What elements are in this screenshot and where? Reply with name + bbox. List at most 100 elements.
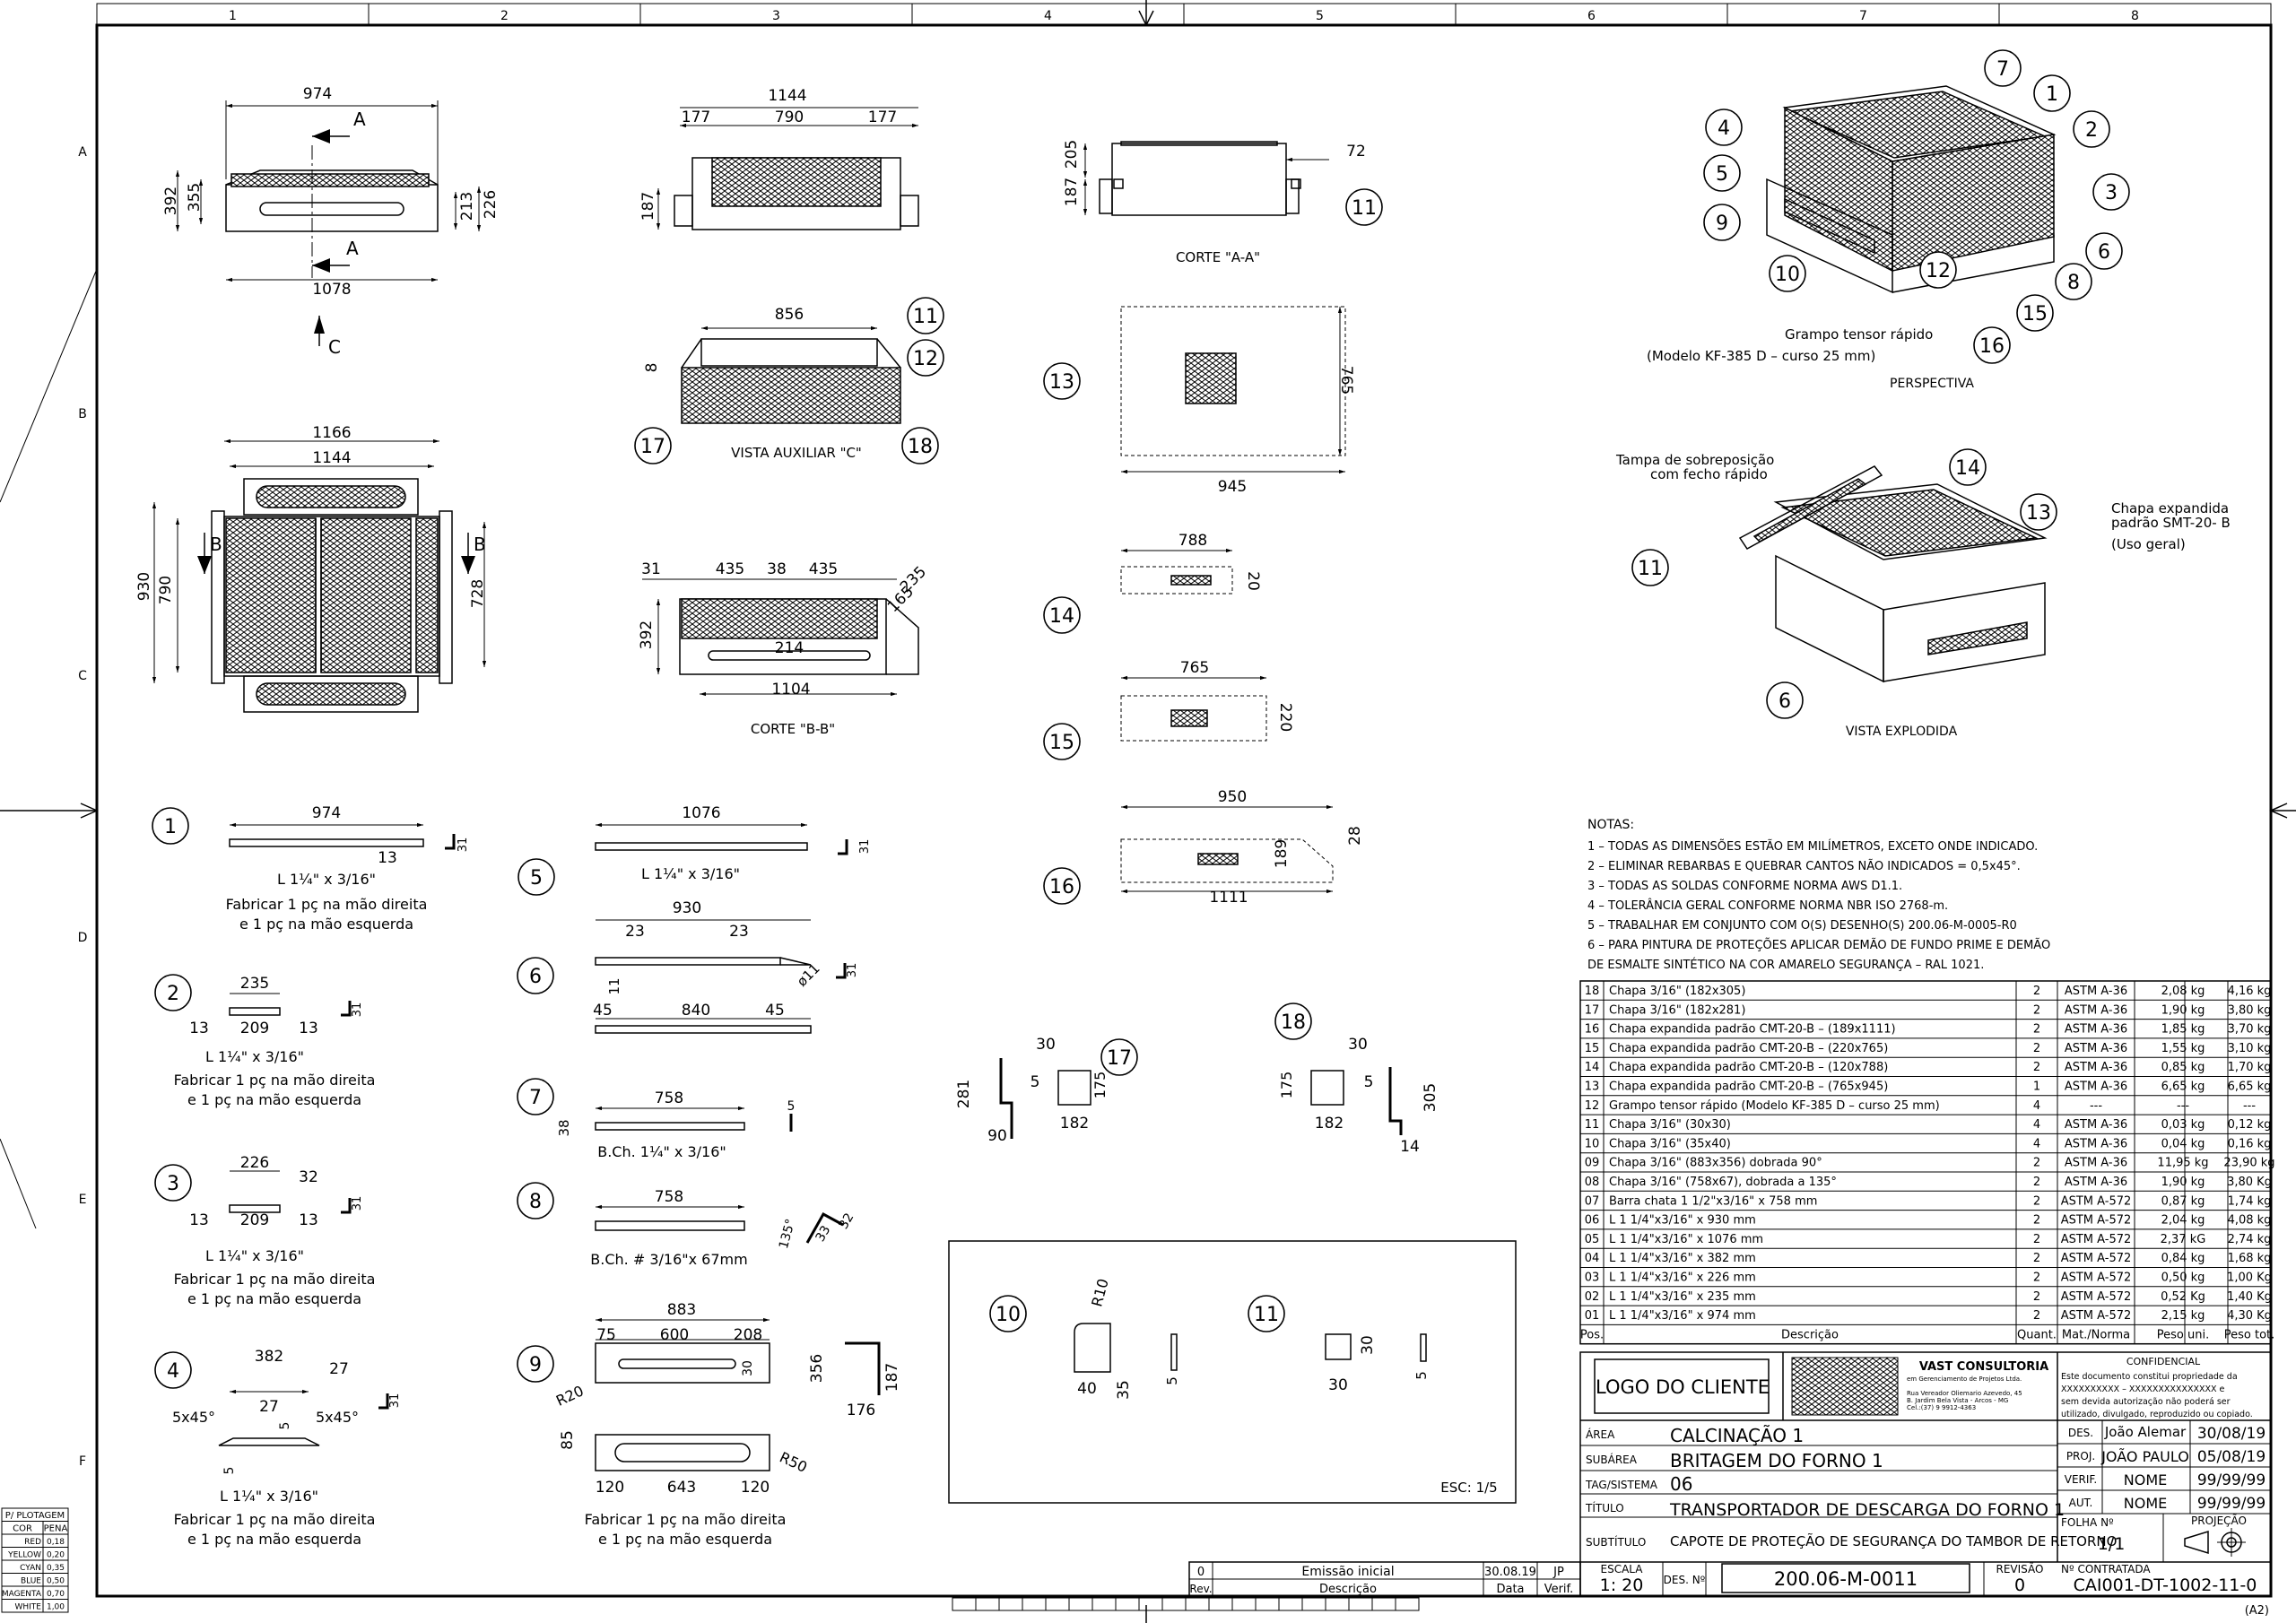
- p1-fab2: e 1 pç na mão esquerda: [239, 916, 413, 933]
- subtitulo-label: SUBTÍTULO: [1586, 1535, 1646, 1549]
- svg-text:2,08 kg: 2,08 kg: [2161, 985, 2205, 998]
- svg-text:17: 17: [1585, 1003, 1600, 1017]
- balloon-17: 17: [1100, 1038, 1138, 1076]
- svg-text:1,40 Kg: 1,40 Kg: [2227, 1290, 2272, 1304]
- proj-label: PROJ.: [2066, 1450, 2095, 1462]
- svg-text:Chapa expandida padrão CMT-20-: Chapa expandida padrão CMT-20-B – (220x7…: [1609, 1042, 1888, 1055]
- svg-text:Chapa expandida padrão CMT-20-: Chapa expandida padrão CMT-20-B – (120x7…: [1609, 1061, 1888, 1074]
- svg-text:YELLOW: YELLOW: [7, 1551, 41, 1560]
- svg-text:L 1 1/4"x3/16" x 930 mm: L 1 1/4"x3/16" x 930 mm: [1609, 1214, 1756, 1228]
- detail-scale: ESC: 1/5: [1440, 1480, 1497, 1496]
- svg-text:0,35: 0,35: [47, 1564, 65, 1573]
- svg-text:13: 13: [1585, 1081, 1600, 1094]
- grid-col-4: 4: [1044, 9, 1052, 23]
- balloon-9: 9: [1703, 204, 1741, 241]
- svg-text:BLUE: BLUE: [21, 1577, 41, 1586]
- svg-text:6: 6: [2098, 241, 2110, 264]
- p9-120a: 120: [596, 1479, 624, 1497]
- proj-date: 05/08/19: [2197, 1448, 2266, 1466]
- svg-text:3: 3: [2105, 182, 2118, 204]
- part-6-drawing: 930 23 23 ø11 11 45 840 45 31: [593, 899, 859, 1034]
- svg-text:RED: RED: [24, 1538, 41, 1547]
- svg-text:1,68 kg: 1,68 kg: [2228, 1252, 2272, 1265]
- svg-text:Chapa 3/16" (883x356) dobrada: Chapa 3/16" (883x356) dobrada 90°: [1609, 1157, 1822, 1170]
- titulo-value: TRANSPORTADOR DE DESCARGA DO FORNO 1: [1669, 1500, 2065, 1520]
- dim-1144-front: 1144: [768, 87, 806, 105]
- svg-text:10: 10: [1775, 264, 1800, 286]
- drawing-number: 200.06-M-0011: [1774, 1568, 1918, 1590]
- dim-8: 8: [643, 363, 661, 373]
- svg-text:ASTM A-36: ASTM A-36: [2065, 1157, 2127, 1170]
- svg-text:2,37 kG: 2,37 kG: [2161, 1233, 2206, 1246]
- grid-col-8: 8: [2131, 9, 2139, 23]
- svg-text:10: 10: [996, 1304, 1021, 1326]
- svg-text:0,70: 0,70: [47, 1590, 65, 1599]
- subarea-value: BRITAGEM DO FORNO 1: [1670, 1450, 1883, 1471]
- p6-840: 840: [682, 1002, 710, 1020]
- grid-row-C: C: [78, 669, 87, 683]
- client-logo: LOGO DO CLIENTE: [1596, 1376, 1770, 1398]
- rev-h-date: Data: [1496, 1583, 1524, 1596]
- grampo-label: Grampo tensor rápido: [1785, 326, 1933, 343]
- balloon-15: 15: [1043, 723, 1081, 760]
- grid-col-2: 2: [500, 9, 509, 23]
- svg-text:ASTM A-36: ASTM A-36: [2065, 1118, 2127, 1132]
- revision-table: 0 Emissão inicial 30.08.19 JP Rev. Descr…: [1188, 1561, 1581, 1597]
- svg-text:6: 6: [529, 966, 542, 988]
- svg-text:Peso uni.: Peso uni.: [2157, 1328, 2209, 1341]
- svg-text:Mat./Norma: Mat./Norma: [2062, 1328, 2130, 1341]
- svg-text:4: 4: [2033, 1099, 2040, 1113]
- p8-33: 33: [813, 1223, 834, 1244]
- balloon-4: 4: [1705, 108, 1743, 146]
- part-9-drawing: 883 75 600 208 R20 30 356 187 176 85 R50…: [553, 1301, 901, 1548]
- grid-col-5: 5: [1316, 9, 1324, 23]
- note-2: 2 – ELIMINAR REBARBAS E QUEBRAR CANTOS N…: [1587, 859, 2021, 873]
- section-c-label: C: [328, 336, 341, 358]
- p9-r50: R50: [777, 1448, 810, 1476]
- balloon-11: 11: [907, 297, 944, 334]
- aut-label: AUT.: [2069, 1497, 2093, 1509]
- p8-length: 758: [655, 1188, 683, 1206]
- svg-text:18: 18: [908, 436, 933, 458]
- svg-text:L 1 1/4"x3/16" x 235 mm: L 1 1/4"x3/16" x 235 mm: [1609, 1290, 1756, 1304]
- note-7: DE ESMALTE SINTÉTICO NA COR AMARELO SEGU…: [1587, 958, 1984, 972]
- svg-text:05: 05: [1585, 1233, 1600, 1246]
- des-date: 30/08/19: [2197, 1425, 2266, 1443]
- svg-text:08: 08: [1585, 1176, 1600, 1189]
- grampo-model: (Modelo KF-385 D – curso 25 mm): [1647, 348, 1875, 364]
- p6-45a: 45: [593, 1002, 613, 1020]
- svg-text:1,00: 1,00: [47, 1603, 65, 1612]
- svg-text:0,18: 0,18: [47, 1538, 65, 1547]
- svg-text:0,87 kg: 0,87 kg: [2161, 1194, 2205, 1208]
- p4-profile: L 1¼" x 3/16": [220, 1488, 318, 1505]
- svg-text:1,74 kg: 1,74 kg: [2228, 1194, 2272, 1208]
- svg-text:2: 2: [2033, 1157, 2040, 1170]
- dim-930-plan: 930: [135, 572, 153, 601]
- section-a-top: A: [353, 108, 366, 130]
- svg-text:ASTM A-36: ASTM A-36: [2065, 1003, 2127, 1017]
- top-view: 974 1078 392 355 213 226 A A C: [162, 85, 500, 358]
- chapa-label-2: padrão SMT-20- B: [2111, 515, 2231, 531]
- svg-text:ASTM A-36: ASTM A-36: [2065, 1081, 2127, 1094]
- detail-box-10-11: R10 40 35 5 30 30 5 ESC: 1/5: [948, 1240, 1517, 1504]
- verif-date: 99/99/99: [2197, 1471, 2266, 1489]
- bottom-strip: [952, 1597, 1420, 1611]
- balloon-6: 6: [1766, 681, 1804, 719]
- svg-text:2,74 kg: 2,74 kg: [2228, 1233, 2272, 1246]
- svg-text:1,90 kg: 1,90 kg: [2161, 1003, 2205, 1017]
- company-name: VAST CONSULTORIA: [1919, 1360, 2048, 1374]
- grid-col-6: 6: [1587, 9, 1596, 23]
- svg-text:0,16 kg: 0,16 kg: [2228, 1137, 2272, 1150]
- p17-5: 5: [1031, 1073, 1040, 1091]
- tampa-label-1: Tampa de sobreposição: [1615, 452, 1774, 468]
- verif-name: NOME: [2124, 1471, 2167, 1488]
- p9-176: 176: [847, 1402, 875, 1419]
- grid-row-E: E: [79, 1193, 87, 1207]
- rev-description: Emissão inicial: [1301, 1565, 1394, 1579]
- svg-text:L 1 1/4"x3/16" x 382 mm: L 1 1/4"x3/16" x 382 mm: [1609, 1252, 1756, 1265]
- tag-label: TAG/SISTEMA: [1585, 1479, 1658, 1491]
- balloon-8: 8: [517, 1182, 554, 1219]
